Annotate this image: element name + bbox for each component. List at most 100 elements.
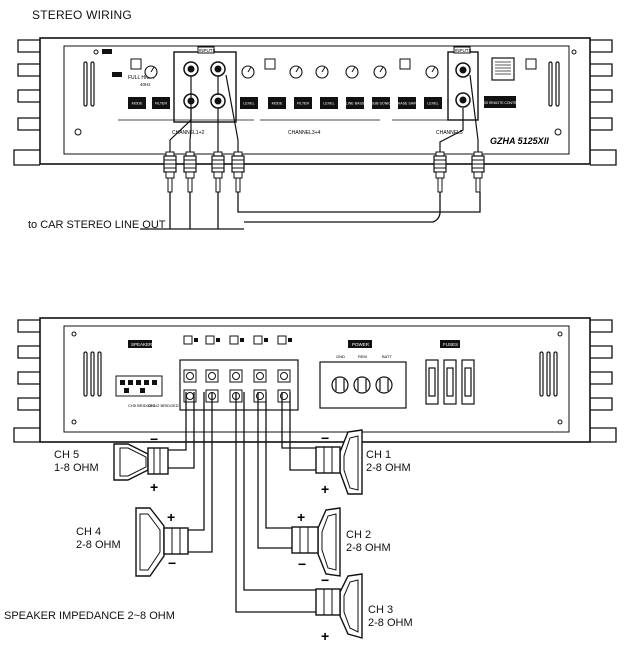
heatsink-left-top (13, 39, 40, 166)
vent-left (83, 61, 95, 107)
inputs-label-2: INPUTS (455, 48, 472, 53)
control-button (152, 97, 170, 109)
impedance-label: SPEAKER IMPEDANCE 2~8 OHM (4, 610, 175, 622)
svg-text:FULL HIGH: FULL HIGH (128, 75, 154, 81)
svg-text:40Hz: 40Hz (140, 82, 151, 87)
ch5-label: CH 5 1-8 OHM (54, 449, 99, 475)
terminal-label-mark (264, 338, 268, 342)
fuses-label: FUSES (443, 342, 458, 347)
control-button-label: LEVEL (243, 102, 254, 106)
rca-input-jack (455, 92, 471, 108)
control-button-label: LINE BASS (346, 102, 365, 106)
svg-text:+: + (167, 509, 175, 525)
terminal-label-box (253, 335, 263, 345)
remote-port (491, 57, 515, 81)
channel-34-label: CHANNEL3+4 (288, 130, 321, 136)
control-button-label: PHASE SHIFT (395, 102, 419, 106)
svg-text:+: + (321, 481, 329, 497)
speaker-terminal-screw-head (186, 392, 194, 400)
channel-5-label: CHANNEL5 (436, 130, 463, 136)
fuses (425, 359, 475, 405)
ch1-ohm: 2-8 OHM (366, 462, 411, 474)
speaker-terminal-screw-head (280, 372, 288, 380)
rca-input-jack (455, 62, 471, 78)
terminal-label-box (183, 335, 193, 345)
ch2-label: CH 2 2-8 OHM (346, 529, 391, 555)
power-label: POWER (352, 342, 370, 347)
speaker-terminal-screw-head (186, 372, 194, 380)
ch2-ohm: 2-8 OHM (346, 542, 391, 554)
diagram-title: STEREO WIRING (32, 8, 132, 22)
ch3-ohm: 2-8 OHM (368, 617, 413, 629)
ch3-name: CH 3 (368, 604, 394, 616)
car-stereo-label: to CAR STEREO LINE OUT (28, 219, 166, 231)
control-button-label: FILTER (155, 102, 168, 106)
control-button (372, 97, 390, 109)
ch3-label: CH 3 2-8 OHM (368, 604, 413, 630)
amplifier-top: FULL HIGH INPUTS INPUTS 40Hz (13, 37, 617, 166)
terminal-label-box (205, 335, 215, 345)
ch5-ohm: 1-8 OHM (54, 462, 99, 474)
terminal-labels (183, 335, 292, 345)
control-button-label: MODE (132, 102, 143, 106)
control-button-label: LEVEL (323, 102, 334, 106)
ch1-label: CH 1 2-8 OHM (366, 449, 411, 475)
speaker-terminal-screw-head (208, 372, 216, 380)
control-button (346, 97, 364, 109)
screw-hole (554, 128, 562, 136)
control-button (240, 97, 258, 109)
svg-text:GND: GND (336, 354, 345, 359)
control-button (268, 97, 286, 109)
control-button-label: LEVEL (427, 102, 438, 106)
svg-text:−: − (321, 572, 329, 588)
svg-text:+: + (297, 509, 305, 525)
input-panel-12 (173, 51, 237, 123)
amplifier-bottom: SPEAKER POWER FUSES CH5 BRIDGED CH1/2 BR… (13, 317, 617, 443)
speaker-ch1: − + (315, 429, 363, 497)
rca-input-jack (210, 61, 226, 77)
svg-text:BATT: BATT (382, 354, 392, 359)
channel-12-label: CHANNEL1+2 (172, 130, 205, 136)
screw-hole (74, 128, 82, 136)
terminal-label-box (229, 335, 239, 345)
terminal-label-mark (194, 338, 198, 342)
speaker-terminal-screw-head (256, 372, 264, 380)
svg-text:−: − (168, 555, 176, 571)
speaker-ch2: + − (291, 507, 341, 577)
terminal-label-mark (216, 338, 220, 342)
model-label: GZHA 5125XII (490, 136, 549, 146)
ch4-label: CH 4 2-8 OHM (76, 526, 121, 552)
ch1-name: CH 1 (366, 449, 392, 461)
bridge-terminals (115, 375, 163, 397)
ch4-name: CH 4 (76, 526, 102, 538)
svg-text:CH1/2 BRIDGED: CH1/2 BRIDGED (148, 403, 179, 408)
speaker-terminal-screw-head (232, 372, 240, 380)
heatsink-right-top (590, 39, 617, 166)
rca-input-jack (210, 93, 226, 109)
line-out-wires (140, 192, 481, 230)
control-button (294, 97, 312, 109)
svg-text:+: + (150, 479, 158, 495)
terminal-label-mark (240, 338, 244, 342)
speaker-ch5: − + (113, 431, 169, 495)
svg-text:−: − (298, 556, 306, 572)
svg-text:REM: REM (358, 354, 367, 359)
svg-text:−: − (150, 431, 158, 447)
inputs-label-1: INPUTS (199, 48, 216, 53)
control-button (424, 97, 442, 109)
ch4-ohm: 2-8 OHM (76, 539, 121, 551)
ch5-name: CH 5 (54, 449, 80, 461)
terminal-label-box (277, 335, 287, 345)
vent-right (548, 61, 560, 107)
svg-text:+: + (321, 628, 329, 644)
bass-remote-badge (484, 96, 516, 108)
terminal-label-mark (288, 338, 292, 342)
svg-text:CH5 BRIDGED: CH5 BRIDGED (128, 403, 155, 408)
control-button-label: FILTER (297, 102, 310, 106)
rca-input-jack (183, 61, 199, 77)
control-button (398, 97, 416, 109)
control-button-label: MODE (272, 102, 283, 106)
svg-text:−: − (321, 430, 329, 446)
